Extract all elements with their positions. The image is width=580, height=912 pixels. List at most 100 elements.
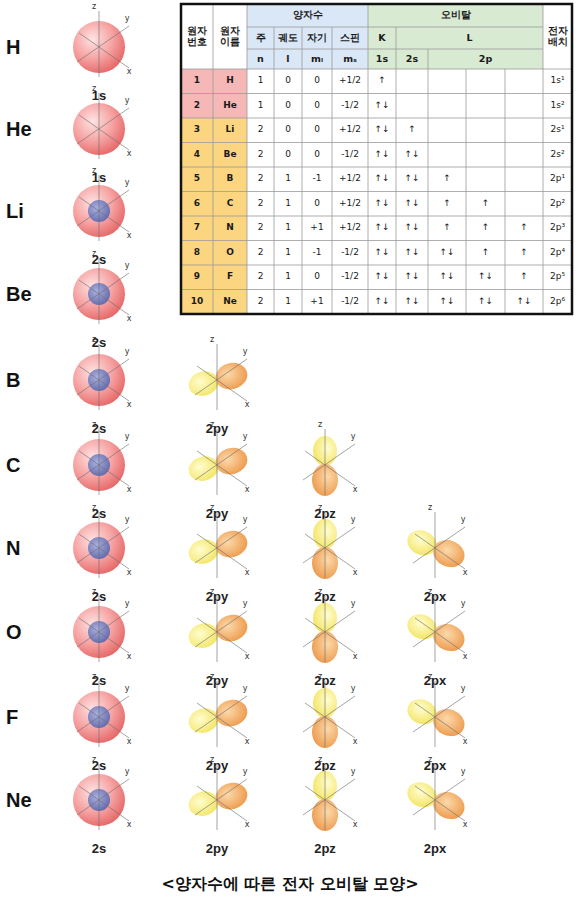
axis-label: z — [315, 419, 325, 429]
axis-line — [435, 764, 436, 830]
table-cell: ↑↓ — [368, 94, 396, 119]
table-cell: ↑↓ — [428, 241, 466, 266]
lobe-positive — [186, 368, 221, 399]
table-cell: 0 — [274, 118, 302, 143]
axis-line — [197, 366, 247, 401]
orbital: zyx2s — [57, 750, 141, 860]
orbital-group — [73, 512, 129, 578]
axis-line — [415, 618, 465, 653]
table-cell: ↑↓ — [368, 216, 396, 241]
axis-line — [217, 764, 218, 830]
orbital-group — [186, 764, 251, 830]
axis-line — [99, 93, 100, 159]
axis-line — [77, 696, 129, 732]
axis-label: x — [242, 651, 252, 661]
table-cell: 6 — [181, 192, 213, 217]
p-lobes — [186, 444, 251, 485]
table-cell: 1 — [247, 94, 274, 119]
table-cell: 0 — [302, 143, 332, 168]
lobe-positive — [186, 620, 221, 651]
axis-line — [413, 779, 465, 815]
orbital-group — [303, 596, 355, 663]
axis-label: y — [348, 431, 358, 441]
table-cell: -1/2 — [332, 94, 368, 119]
table-cell: ↑ — [466, 241, 505, 266]
table-cell: 0 — [302, 118, 332, 143]
orbital: zyx2s — [57, 582, 141, 692]
axis-label: y — [348, 598, 358, 608]
lobe-negative — [213, 359, 251, 392]
table-header: 원자 번호 — [181, 4, 213, 69]
table-cell: ↑↓ — [368, 265, 396, 290]
axis-label: y — [240, 514, 250, 524]
axis-label: z — [315, 754, 325, 764]
axis-label: y — [348, 766, 358, 776]
axis-line — [303, 444, 355, 480]
axis-line — [77, 611, 129, 647]
table-cell: O — [213, 241, 247, 266]
orbital-group — [73, 764, 129, 830]
table-cell: 1 — [274, 167, 302, 192]
orbital: zyx2s — [57, 667, 141, 777]
axis-label: x — [124, 484, 134, 494]
table-cell: +1/2 — [332, 216, 368, 241]
axis-label: z — [425, 671, 435, 681]
table-cell: ↑ — [428, 192, 466, 217]
orbital: zyx2pz — [283, 750, 367, 860]
table-cell: -1/2 — [332, 241, 368, 266]
table-cell: ↑↓ — [396, 241, 428, 266]
table-cell: +1 — [302, 290, 332, 315]
table-cell: 1 — [247, 69, 274, 94]
axis-line — [79, 786, 129, 821]
axis-line — [79, 115, 129, 150]
lobe-negative — [213, 611, 251, 644]
orbital-group — [73, 681, 129, 747]
axis-line — [195, 696, 247, 732]
axis-line — [99, 11, 100, 77]
axis-label: z — [315, 502, 325, 512]
table-cell: 1 — [274, 192, 302, 217]
table-cell: ↑↓ — [368, 118, 396, 143]
orbital: zyx2pz — [283, 498, 367, 608]
axis-label: z — [89, 586, 99, 596]
table-cell: 2p⁶ — [543, 290, 572, 315]
axis-label: z — [207, 502, 217, 512]
axis-line — [197, 703, 247, 738]
table-cell: 0 — [274, 69, 302, 94]
table-cell: 4 — [181, 143, 213, 168]
axis-line — [325, 512, 326, 578]
axis-line — [305, 618, 355, 653]
axis-label: y — [122, 13, 132, 23]
axis-line — [99, 681, 100, 747]
axis-line — [77, 108, 129, 144]
axis-line — [77, 190, 129, 226]
axis-label: z — [89, 83, 99, 93]
axis-line — [435, 512, 436, 578]
table-cell: F — [213, 265, 247, 290]
axis-label: z — [89, 248, 99, 258]
axis-line — [99, 764, 100, 830]
orbital-group — [303, 512, 355, 579]
orbital-label: 2pz — [283, 839, 367, 857]
axis-line — [99, 175, 100, 241]
axis-label: x — [124, 399, 134, 409]
orbital-header-fill — [368, 4, 543, 69]
axis-line — [197, 451, 247, 486]
caption: <양자수에 따른 전자 오비탈 모양> — [0, 871, 580, 897]
axis-label: x — [124, 819, 134, 829]
axis-line — [415, 534, 465, 569]
axis-line — [77, 444, 129, 480]
table-cell: 0 — [302, 192, 332, 217]
axis-line — [195, 527, 247, 563]
table-cell: ↑↓ — [396, 143, 428, 168]
table-cell: 1 — [274, 241, 302, 266]
orbital-group — [186, 344, 251, 410]
table-cell: 1 — [274, 216, 302, 241]
axis-label: y — [122, 95, 132, 105]
axis-label: y — [122, 260, 132, 270]
axis-line — [77, 527, 129, 563]
table-cell: ↑↓ — [368, 167, 396, 192]
orbital-group — [186, 681, 251, 747]
axis-label: z — [89, 1, 99, 11]
element-symbol: He — [6, 115, 50, 143]
